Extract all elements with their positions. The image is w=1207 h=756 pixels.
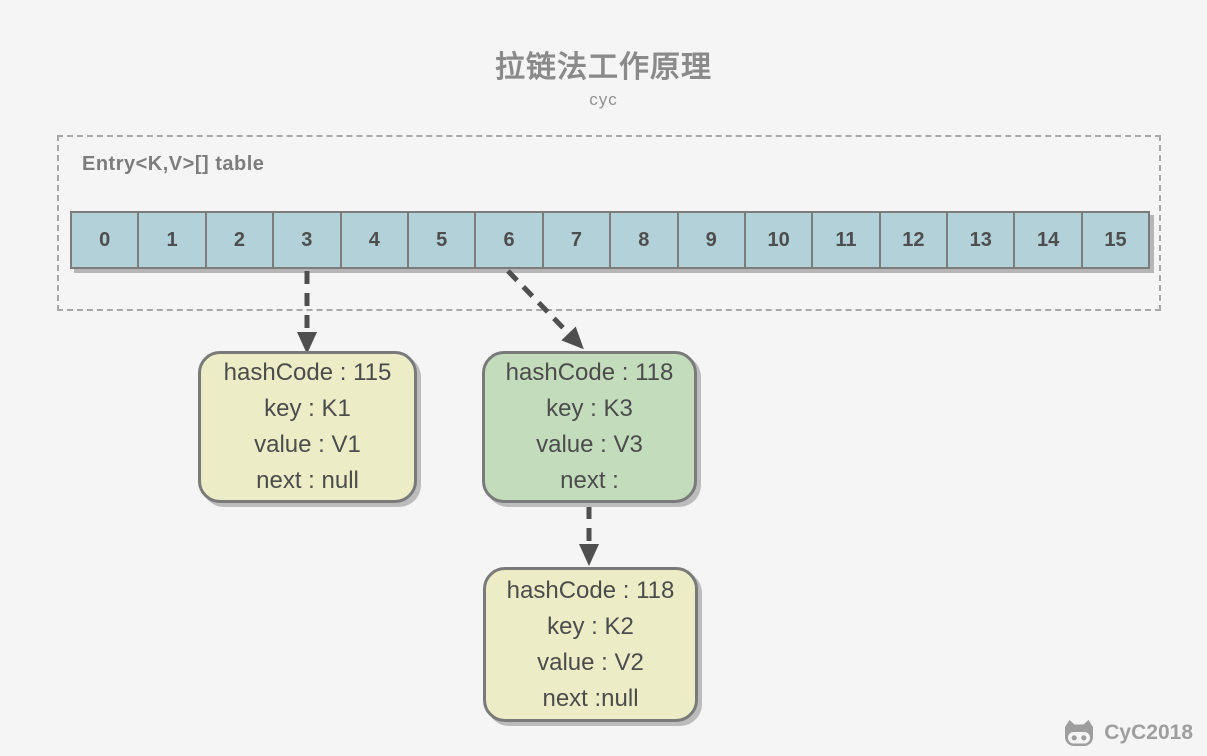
- bucket-array: 0 1 2 3 4 5 6 7 8 9 10 11 12 13 14 15: [70, 211, 1151, 269]
- bucket-cell-6: 6: [474, 211, 544, 269]
- entry-node-k3: hashCode : 118 key : K3 value : V3 next …: [482, 351, 697, 503]
- cat-logo-icon: [1065, 720, 1094, 746]
- watermark: CyC2018: [1061, 718, 1193, 748]
- bucket-cell-1: 1: [137, 211, 207, 269]
- node-line-key: key : K1: [264, 395, 351, 422]
- bucket-cell-0: 0: [70, 211, 140, 269]
- bucket-cell-14: 14: [1013, 211, 1083, 269]
- node-line-next: next : null: [256, 467, 359, 494]
- node-line-value: value : V2: [537, 648, 644, 676]
- bucket-cell-7: 7: [541, 211, 612, 269]
- bucket-cell-4: 4: [339, 211, 409, 269]
- node-line-hashcode: hashCode : 115: [223, 359, 392, 386]
- page-subtitle: cyc: [589, 90, 618, 109]
- node-line-hashcode: hashCode : 118: [505, 359, 674, 386]
- entry-node-k2: hashCode : 118 key : K2 value : V2 next …: [483, 567, 698, 722]
- bucket-cell-3: 3: [272, 211, 342, 269]
- bucket-cell-10: 10: [743, 211, 814, 269]
- bucket-cell-8: 8: [609, 211, 679, 269]
- bucket-cell-11: 11: [811, 211, 881, 269]
- entry-node-k1: hashCode : 115 key : K1 value : V1 next …: [198, 351, 417, 503]
- bucket-cell-12: 12: [878, 211, 949, 269]
- bucket-array-panel: Entry<K,V>[] table 0 1 2 3 4 5 6 7 8 9 1…: [57, 135, 1161, 311]
- page-title: 拉链法工作原理: [495, 51, 712, 84]
- bucket-cell-13: 13: [946, 211, 1016, 269]
- node-line-hashcode: hashCode : 118: [506, 576, 675, 604]
- node-line-value: value : V3: [536, 431, 643, 458]
- bucket-cell-2: 2: [204, 211, 275, 269]
- node-line-value: value : V1: [254, 431, 361, 458]
- bucket-cell-9: 9: [676, 211, 746, 269]
- node-line-key: key : K2: [547, 612, 634, 640]
- bucket-cell-5: 5: [406, 211, 477, 269]
- node-line-next: next :: [560, 467, 619, 494]
- node-line-key: key : K3: [546, 395, 633, 422]
- node-line-next: next :null: [542, 684, 639, 712]
- watermark-text: CyC2018: [1104, 721, 1193, 744]
- bucket-cell-15: 15: [1080, 211, 1151, 269]
- array-declaration-label: Entry<K,V>[] table: [82, 153, 265, 175]
